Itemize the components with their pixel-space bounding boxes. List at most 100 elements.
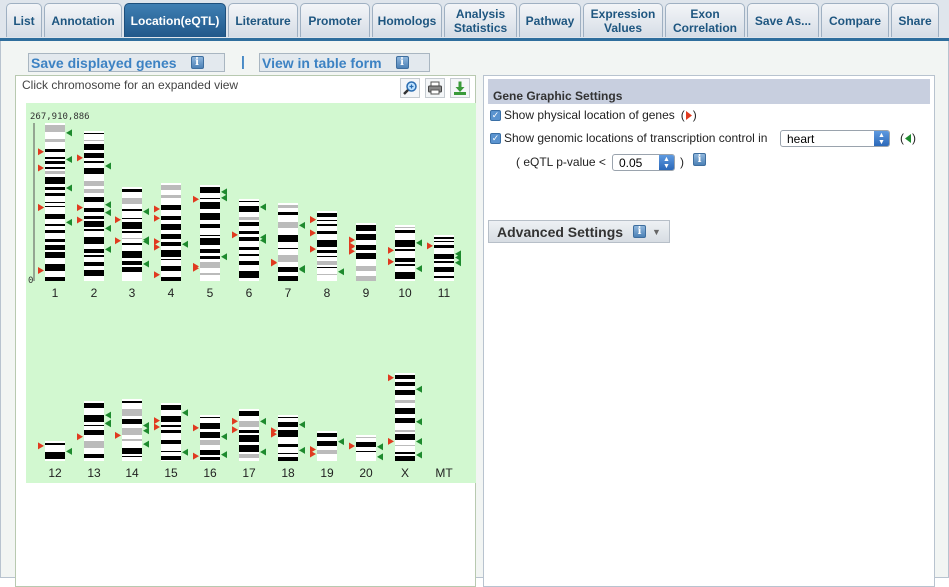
chromosome[interactable]: 7 (271, 203, 305, 300)
tab-analysis-statistics[interactable]: Analysis Statistics (444, 3, 517, 37)
chromosome[interactable]: 16 (193, 415, 227, 480)
pvalue-value: 0.05 (619, 155, 643, 170)
show-physical-checkbox[interactable]: ✓ (490, 109, 501, 121)
eqtl-close: ) (680, 155, 684, 169)
info-icon[interactable]: i (633, 225, 647, 238)
save-displayed-genes-button[interactable]: Save displayed genes i (28, 53, 225, 72)
chromosome[interactable]: 20 (349, 435, 383, 480)
tab-exon-correlation[interactable]: Exon Correlation (665, 3, 745, 37)
tab-label: Exon Correlation (672, 6, 737, 35)
tab-label: Promoter (308, 13, 362, 28)
chromosome[interactable]: 8 (310, 211, 344, 300)
chromosome-label: 15 (164, 466, 178, 480)
tab-share[interactable]: Share (891, 3, 939, 37)
chromosome-label: 16 (203, 466, 217, 480)
chromosome-label: 10 (398, 286, 412, 300)
chromosome[interactable]: 6 (232, 199, 266, 300)
paren-open: ( (680, 108, 685, 122)
chromosome-label: 5 (207, 286, 214, 300)
chromosome-label: 11 (438, 286, 451, 300)
button-label: View in table form (262, 54, 382, 71)
chromosome[interactable]: 11 (427, 235, 461, 300)
eqtl-pvalue-row: ( eQTL p-value < (516, 155, 606, 169)
chromosome[interactable]: 3 (115, 187, 149, 300)
download-icon[interactable] (450, 78, 470, 98)
tab-homologs[interactable]: Homologs (372, 3, 442, 37)
tab-compare[interactable]: Compare (821, 3, 889, 37)
tab-bar: List Annotation Location(eQTL) Literatur… (0, 0, 949, 41)
chromosome-label: 4 (168, 286, 175, 300)
tab-annotation[interactable]: Annotation (44, 3, 122, 37)
separator: | (241, 53, 245, 69)
control-marker-legend: ( ) (900, 131, 916, 145)
physical-marker-icon (685, 110, 692, 120)
show-genomic-checkbox[interactable]: ✓ (490, 132, 501, 144)
tissue-select[interactable]: heart ▲▼ (780, 130, 890, 147)
settings-title: Gene Graphic Settings (493, 89, 623, 103)
tissue-value: heart (787, 131, 815, 146)
chromosome[interactable]: 2 (77, 131, 111, 300)
main-content: Save displayed genes i | View in table f… (0, 41, 949, 587)
eqtl-pvalue-label: ( eQTL p-value < (516, 155, 606, 169)
chromosome-label: 18 (281, 466, 295, 480)
tab-label: Analysis Statistics (453, 6, 508, 35)
chromosome-label: 7 (285, 286, 292, 300)
chromosome[interactable]: 12 (38, 441, 72, 480)
info-icon[interactable]: i (395, 56, 409, 69)
tab-save-as[interactable]: Save As... (747, 3, 819, 37)
tab-pathway[interactable]: Pathway (519, 3, 581, 37)
paren-open: ( (900, 131, 904, 145)
chromosome-label: 8 (324, 286, 331, 300)
info-icon[interactable]: i (190, 56, 204, 69)
chromosome-label: 13 (87, 466, 101, 480)
chromosome[interactable]: 10 (388, 225, 422, 300)
tab-label: List (13, 13, 35, 28)
tab-location-eqtl[interactable]: Location(eQTL) (124, 3, 226, 37)
chromosome[interactable]: X (388, 373, 422, 480)
show-physical-label: Show physical location of genes (504, 108, 675, 122)
advanced-settings-label: Advanced Settings (497, 223, 624, 240)
settings-header: Gene Graphic Settings (488, 79, 930, 104)
chromosome[interactable]: 17 (232, 409, 266, 480)
chromosome[interactable]: 15 (154, 403, 188, 480)
tab-label: Pathway (525, 13, 575, 28)
show-genomic-row: ✓ Show genomic locations of transcriptio… (490, 131, 767, 145)
print-icon[interactable] (425, 78, 445, 98)
chromosome-label: 19 (320, 466, 334, 480)
paren-close: ) (680, 155, 684, 169)
chromosome[interactable]: 5 (193, 185, 227, 300)
control-marker-icon (905, 133, 911, 143)
chromosome-label: 14 (125, 466, 139, 480)
chromosome-label: 9 (363, 286, 370, 300)
view-in-table-form-button[interactable]: View in table form i (259, 53, 430, 72)
info-icon[interactable]: i (693, 153, 706, 166)
chromosome-label: 2 (91, 286, 98, 300)
tab-list[interactable]: List (6, 3, 42, 37)
max-position-label: 267,910,886 (30, 112, 90, 122)
chromosome-label: 20 (359, 466, 373, 480)
chromosome[interactable]: 19 (310, 431, 344, 480)
chromosome[interactable]: 4 (154, 183, 188, 300)
zoom-icon[interactable] (400, 78, 420, 98)
advanced-settings-button[interactable]: Advanced Settings i ▼ (488, 220, 670, 243)
tab-literature[interactable]: Literature (228, 3, 298, 37)
chromosome[interactable]: 9 (349, 223, 376, 300)
tab-label: Share (898, 13, 932, 28)
karyogram-hint: Click chromosome for an expanded view (22, 78, 239, 92)
chromosome[interactable]: 13 (77, 401, 111, 480)
pvalue-select[interactable]: 0.05 ▲▼ (612, 154, 675, 171)
tab-label: Expression Values (590, 6, 656, 35)
tab-expression-values[interactable]: Expression Values (583, 3, 663, 37)
chromosome[interactable]: 14 (115, 399, 149, 480)
select-arrows-icon: ▲▼ (874, 131, 889, 146)
chromosome-label: MT (435, 466, 453, 480)
chromosome[interactable]: 18 (271, 415, 305, 480)
tab-label: Location(eQTL) (130, 13, 220, 28)
show-genomic-label: Show genomic locations of transcription … (504, 131, 768, 145)
chromosome[interactable]: 1 (38, 123, 72, 300)
chromosome[interactable]: MT (435, 466, 453, 480)
tab-promoter[interactable]: Promoter (300, 3, 370, 37)
chromosome-label: X (401, 466, 409, 480)
